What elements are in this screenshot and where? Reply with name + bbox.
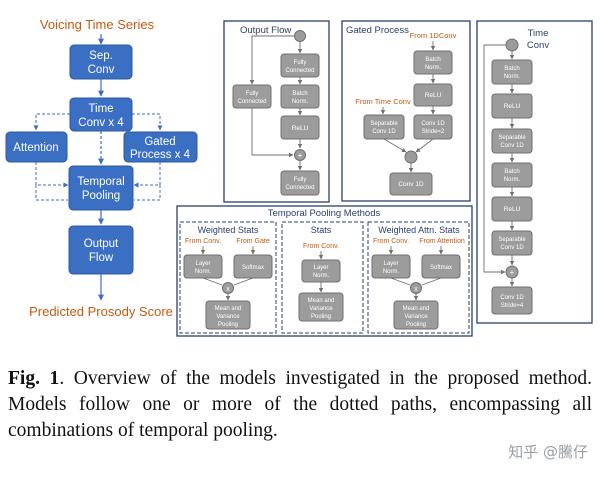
diagram-label: From Conv. xyxy=(373,238,409,245)
diagram-label: ReLU xyxy=(292,125,309,132)
diagram-label: Fully xyxy=(294,177,307,183)
diagram-label: Batch xyxy=(504,66,519,72)
diagram-label: ReLU xyxy=(425,92,442,99)
temporal-pooling-block: Temporal Pooling xyxy=(68,165,134,211)
svg-text:+: + xyxy=(510,268,515,277)
watermark: 知乎 @騰仔 xyxy=(508,443,588,461)
diagram-label: Layer xyxy=(313,265,328,271)
diagram-label: Softmax xyxy=(430,265,452,271)
diagram-label: Connected xyxy=(237,99,266,105)
diagram-label: Norm. xyxy=(504,74,521,80)
diagram-label: Layer xyxy=(383,261,398,267)
diagram-label: Output xyxy=(84,238,119,250)
diagram-label: Norm. xyxy=(292,99,309,105)
left-flow: Voicing Time Series Sep. Conv Time Conv … xyxy=(5,17,198,319)
diagram-label: Conv xyxy=(88,64,115,76)
diagram-label: Batch xyxy=(292,91,307,97)
pooling-panel-title: Temporal Pooling Methods xyxy=(268,208,381,219)
diagram-label: Connected xyxy=(285,68,314,74)
diagram-label: Pooling xyxy=(218,322,238,328)
diagram-label: Layer xyxy=(195,261,210,267)
output-flow-block: Output Flow xyxy=(68,225,134,275)
diagram-label: Sep. xyxy=(89,50,113,62)
diagram-label: Separable xyxy=(498,237,526,243)
svg-text:x: x xyxy=(414,286,418,293)
output-flow-panel-title: Output Flow xyxy=(240,25,291,36)
diagram-label: Conv xyxy=(527,40,549,51)
diagram-label: From 1DConv xyxy=(410,31,457,40)
diagram-label: Time xyxy=(88,103,113,115)
diagram-label: Flow xyxy=(89,252,114,264)
model-architecture-diagram: Voicing Time Series Sep. Conv Time Conv … xyxy=(5,17,593,337)
diagram-label: Mean and xyxy=(308,298,335,304)
diagram-label: Conv 1D xyxy=(421,121,445,127)
diagram-label: Batch xyxy=(425,57,440,63)
left-flow-title: Voicing Time Series xyxy=(40,17,155,32)
diagram-label: Weighted Attn. Stats xyxy=(378,225,460,235)
diagram-label: Pooling xyxy=(82,190,120,202)
diagram-label: Weighted Stats xyxy=(198,225,259,235)
gated-process-panel: Gated Process From 1DConv Batch Norm. Re… xyxy=(341,20,471,202)
caption-text: . Overview of the models investigated in… xyxy=(8,368,592,441)
weighted-stats-method: Weighted Stats From Conv. From Gate Laye… xyxy=(179,221,277,334)
diagram-label: Norm. xyxy=(383,269,400,275)
diagram-label: Norm. xyxy=(195,269,212,275)
diagram-label: Variance xyxy=(216,314,240,320)
diagram-label: Stride=2 xyxy=(422,129,445,135)
diagram-label: From Conv. xyxy=(303,243,339,250)
diagram-label: ReLU xyxy=(504,103,521,110)
diagram-label: Conv 1D xyxy=(500,245,524,251)
diagram-label: Conv 1D xyxy=(398,181,424,188)
diagram-label: Pooling xyxy=(311,314,331,320)
figure-label: Fig. 1 xyxy=(8,368,60,389)
stats-method: Stats From Conv. Layer Norm. Mean and Va… xyxy=(281,221,364,334)
time-conv-panel: Time Conv Batch Norm. ReLU Separable Con… xyxy=(476,20,593,324)
diagram-label: From Conv. xyxy=(185,238,221,245)
gated-panel-title: Gated Process xyxy=(346,25,409,36)
temporal-pooling-panel: Temporal Pooling Methods Weighted Stats … xyxy=(176,205,473,337)
weighted-attn-stats-method: Weighted Attn. Stats From Conv. From Att… xyxy=(367,221,470,334)
figure-caption: Fig. 1. Overview of the models investiga… xyxy=(8,366,592,444)
diagram-label: Stride=4 xyxy=(501,303,524,309)
diagram-label: From Attention xyxy=(419,238,465,245)
svg-text:x: x xyxy=(226,286,230,293)
diagram-label: Attention xyxy=(13,142,58,154)
diagram-label: Pooling xyxy=(406,322,426,328)
diagram-label: Conv 1D xyxy=(500,295,524,301)
diagram-label: Process x 4 xyxy=(130,149,191,161)
time-conv-block: Time Conv x 4 xyxy=(69,97,133,132)
diagram-label: Variance xyxy=(309,306,333,312)
diagram-label: Conv 1D xyxy=(500,143,524,149)
predicted-prosody-score: Predicted Prosody Score xyxy=(29,304,173,319)
sep-conv-block: Sep. Conv xyxy=(69,44,133,80)
diagram-label: Time xyxy=(528,28,549,39)
diagram-label: Mean and xyxy=(215,306,242,312)
diagram-label: Fully xyxy=(246,91,259,97)
diagram-label: Gated xyxy=(144,136,175,148)
diagram-label: Separable xyxy=(370,121,398,127)
diagram-label: Temporal xyxy=(77,176,124,188)
diagram-label: Fully xyxy=(294,60,307,66)
diagram-label: Stats xyxy=(311,225,332,235)
gated-process-block: Gated Process x 4 xyxy=(123,131,198,163)
diagram-label: Softmax xyxy=(242,265,264,271)
diagram-label: Conv x 4 xyxy=(78,117,124,129)
diagram-label: Norm. xyxy=(425,65,442,71)
diagram-label: Norm. xyxy=(504,177,521,183)
diagram-label: Connected xyxy=(285,185,314,191)
attention-block: Attention xyxy=(5,131,68,163)
diagram-label: Conv 1D xyxy=(372,129,396,135)
svg-text:+: + xyxy=(298,151,303,160)
diagram-label: Mean and xyxy=(403,306,430,312)
diagram-label: Separable xyxy=(498,135,526,141)
diagram-label: From Time Conv xyxy=(355,97,411,106)
diagram-label: ReLU xyxy=(504,206,521,213)
diagram-label: Norm. xyxy=(313,273,330,279)
diagram-label: From Gate xyxy=(236,238,270,245)
output-flow-panel: Output Flow Fully Connected Fully Connec… xyxy=(223,20,330,203)
diagram-label: Batch xyxy=(504,169,519,175)
diagram-label: Variance xyxy=(404,314,428,320)
